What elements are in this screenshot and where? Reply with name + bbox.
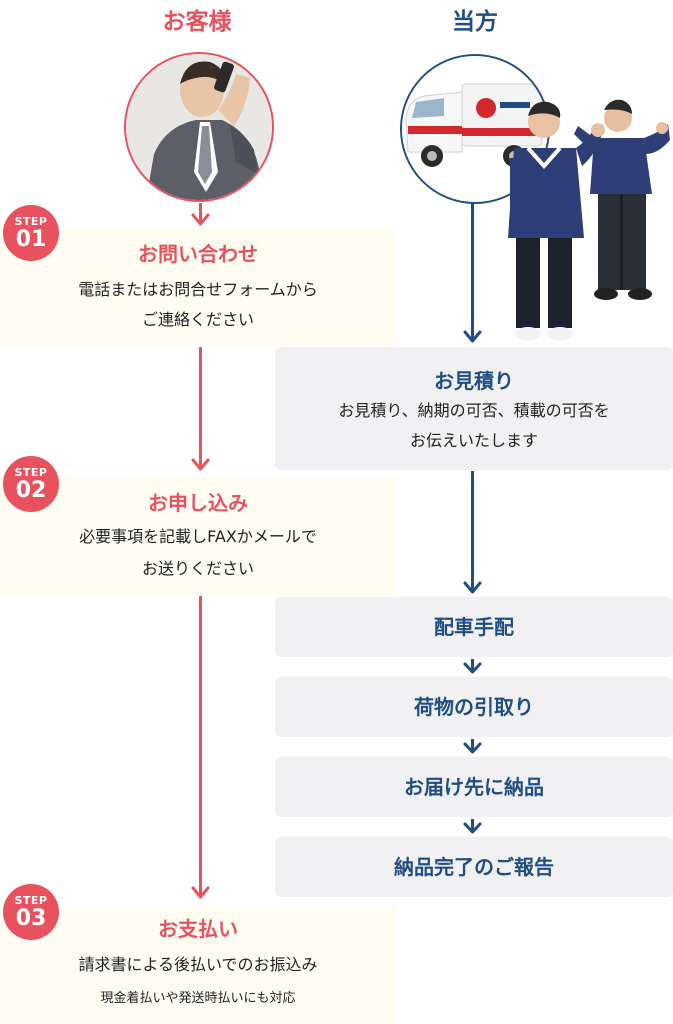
report-title: 納品完了のご報告 bbox=[394, 855, 554, 879]
red-arrowhead-icon bbox=[191, 458, 210, 471]
red-arrowhead-icon bbox=[191, 213, 210, 226]
dispatch-title: 配車手配 bbox=[434, 615, 514, 639]
step-03-number: 03 bbox=[15, 906, 47, 931]
blue-arrowhead-icon bbox=[463, 581, 482, 594]
pickup-title: 荷物の引取り bbox=[414, 695, 534, 719]
blue-arrowhead-icon bbox=[463, 330, 482, 343]
staff-photo bbox=[508, 99, 670, 341]
step-01-card: お問い合わせ 電話またはお問合せフォームから ご連絡ください bbox=[0, 228, 396, 346]
dispatch-card: 配車手配 bbox=[275, 597, 673, 657]
step-03-desc-line2: 現金着払いや発送時払いにも対応 bbox=[100, 991, 296, 1006]
step-02-number: 02 bbox=[15, 478, 47, 503]
step-01-number: 01 bbox=[15, 227, 47, 252]
step-03-label: STEP bbox=[14, 894, 48, 907]
report-card: 納品完了のご報告 bbox=[275, 837, 673, 897]
step-02-desc-line2: お送りください bbox=[141, 559, 254, 578]
step-02-label: STEP bbox=[14, 466, 48, 479]
step-01-label: STEP bbox=[14, 215, 48, 228]
customer-photo bbox=[124, 52, 274, 202]
customer-arrow-line-3 bbox=[199, 596, 202, 895]
blue-arrowhead-icon bbox=[463, 819, 482, 834]
step-02-desc-line1: 必要事項を記載しFAXかメールで bbox=[79, 527, 317, 546]
step-03-title: お支払い bbox=[158, 917, 238, 941]
estimate-card: お見積り お見積り、納期の可否、積載の可否を お伝えいたします bbox=[275, 347, 673, 470]
customer-column-title: お客様 bbox=[162, 9, 232, 35]
delivery-card: お届け先に納品 bbox=[275, 757, 673, 817]
businessman-on-phone-icon bbox=[126, 54, 272, 200]
company-arrow-line-2 bbox=[471, 471, 474, 591]
customer-arrow-line-2 bbox=[199, 347, 202, 467]
company-column-title: 当方 bbox=[452, 9, 498, 35]
step-01-desc-line1: 電話またはお問合せフォームから bbox=[78, 280, 318, 299]
step-01-badge: STEP 01 bbox=[3, 205, 59, 261]
red-arrowhead-icon bbox=[191, 886, 210, 899]
company-arrow-line-1 bbox=[471, 203, 474, 340]
estimate-desc-line2: お伝えいたします bbox=[409, 431, 538, 450]
delivery-title: お届け先に納品 bbox=[404, 775, 544, 799]
blue-arrowhead-icon bbox=[463, 659, 482, 674]
step-02-title: お申し込み bbox=[148, 491, 248, 515]
step-03-card: お支払い 請求書による後払いでのお振込み 現金着払いや発送時払いにも対応 bbox=[0, 905, 396, 1024]
estimate-title: お見積り bbox=[434, 369, 514, 393]
estimate-desc-line1: お見積り、納期の可否、積載の可否を bbox=[338, 401, 610, 420]
step-03-desc-line1: 請求書による後払いでのお振込み bbox=[78, 955, 318, 974]
step-02-card: お申し込み 必要事項を記載しFAXかメールで お送りください bbox=[0, 477, 396, 595]
customer-arrow-line-1 bbox=[199, 203, 202, 222]
pickup-card: 荷物の引取り bbox=[275, 677, 673, 737]
step-02-badge: STEP 02 bbox=[3, 456, 59, 512]
step-03-badge: STEP 03 bbox=[3, 884, 59, 940]
step-01-title: お問い合わせ bbox=[138, 242, 258, 266]
blue-arrowhead-icon bbox=[463, 739, 482, 754]
step-01-desc-line2: ご連絡ください bbox=[141, 310, 254, 329]
